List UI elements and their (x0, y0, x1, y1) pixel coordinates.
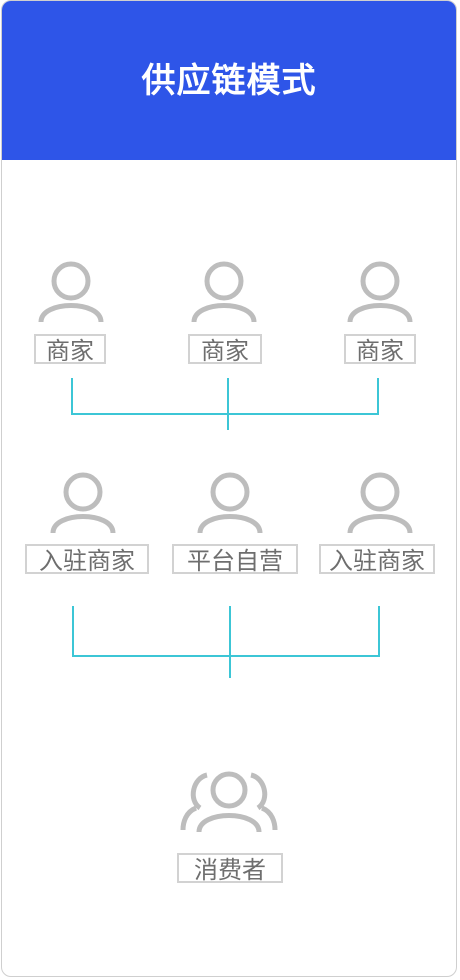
header-banner: 供应链模式 (2, 1, 456, 160)
person-icon (197, 472, 263, 534)
person-icon (50, 472, 116, 534)
node-label-merchant: 商家 (344, 334, 416, 365)
connector-bracket (71, 378, 379, 430)
node-label-settled-merchant: 入驻商家 (25, 544, 149, 575)
node-label-self-operated: 平台自营 (172, 544, 298, 575)
diagram-title: 供应链模式 (141, 61, 317, 101)
connector-bracket (72, 606, 380, 678)
person-icon (191, 261, 257, 323)
node-label-settled-merchant: 入驻商家 (319, 544, 435, 575)
node-label-consumer: 消费者 (177, 853, 283, 884)
group-icon (180, 771, 278, 833)
person-icon (38, 261, 104, 323)
node-label-merchant: 商家 (34, 334, 106, 365)
person-icon (347, 261, 413, 323)
node-label-merchant: 商家 (188, 334, 262, 365)
person-icon (347, 472, 413, 534)
